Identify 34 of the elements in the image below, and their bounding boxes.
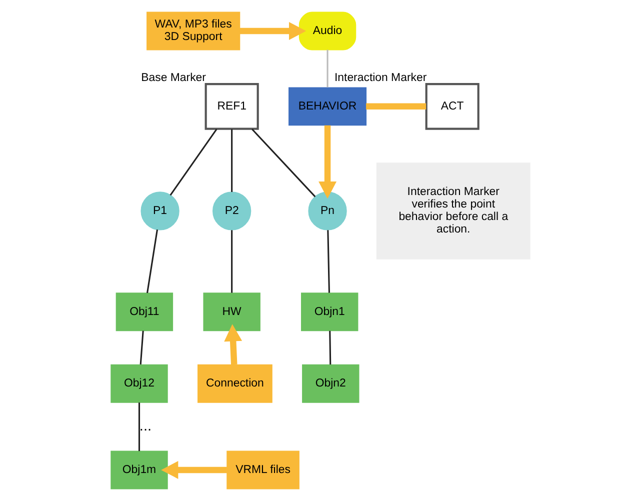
connector	[146, 230, 158, 294]
connector	[169, 128, 217, 196]
connector	[328, 330, 331, 364]
node-circle: P1	[140, 192, 179, 230]
node-circle: P2	[212, 192, 251, 230]
node-label: Base Marker	[140, 72, 206, 84]
node-label: Interaction Marker	[334, 72, 426, 84]
node-box: REF1	[204, 83, 258, 130]
node-box: Connection	[197, 364, 272, 403]
connector	[366, 103, 426, 110]
connector	[251, 128, 316, 198]
arrow	[318, 125, 336, 199]
node-box: Audio	[298, 12, 356, 50]
connector	[230, 230, 232, 293]
node-box: WAV, MP3 files 3D Support	[146, 12, 240, 50]
edge-label: ...	[138, 418, 152, 435]
node-box: BEHAVIOR	[288, 87, 366, 126]
arrow	[224, 324, 242, 365]
node-box: Obj1m	[110, 450, 168, 490]
arrow	[239, 22, 306, 40]
node-box: ACT	[424, 83, 479, 130]
node-box: VRML files	[226, 450, 299, 490]
node-box: Objn2	[302, 364, 359, 403]
node-box: Objn1	[300, 292, 358, 332]
connector	[139, 330, 144, 365]
connector	[326, 230, 330, 293]
connector	[326, 50, 328, 88]
connector	[138, 402, 140, 452]
arrow	[160, 461, 226, 479]
connector	[230, 129, 232, 192]
node-box: HW	[202, 292, 260, 332]
node-box: Obj12	[110, 364, 168, 403]
node-box: Obj11	[115, 292, 173, 332]
node-circle: Pn	[308, 192, 346, 230]
